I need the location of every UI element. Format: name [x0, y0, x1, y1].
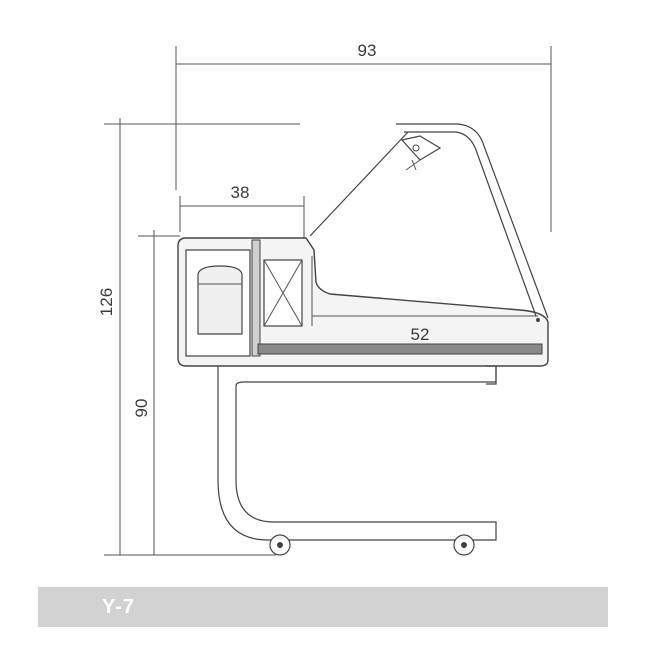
- dimension-overall-width: 93: [175, 41, 552, 232]
- counter-height-label: 90: [132, 399, 151, 418]
- divider-post: [251, 239, 261, 357]
- caster-wheel-right: [453, 534, 475, 556]
- total-height-label: 126: [97, 288, 116, 316]
- upper-depth-label: 38: [231, 183, 250, 202]
- dimension-upper-depth: 38: [179, 183, 305, 240]
- lamp-icon: [400, 135, 442, 161]
- base-shelf: [257, 343, 543, 355]
- overall-width-label: 93: [358, 41, 377, 60]
- dimension-counter-height: 90: [132, 230, 180, 555]
- glass-hood: [309, 123, 549, 322]
- counter-body: [177, 237, 549, 385]
- display-depth-label: 52: [411, 325, 430, 344]
- model-name: Y-7: [102, 596, 136, 618]
- stand-frame: [217, 366, 497, 541]
- storage-tank: [197, 265, 243, 335]
- dimension-display-depth: 52: [311, 256, 538, 344]
- model-footer-bar: [38, 587, 608, 627]
- caster-wheel-left: [269, 534, 291, 556]
- cross-box: [263, 259, 303, 327]
- dimension-total-height: 126: [97, 118, 300, 556]
